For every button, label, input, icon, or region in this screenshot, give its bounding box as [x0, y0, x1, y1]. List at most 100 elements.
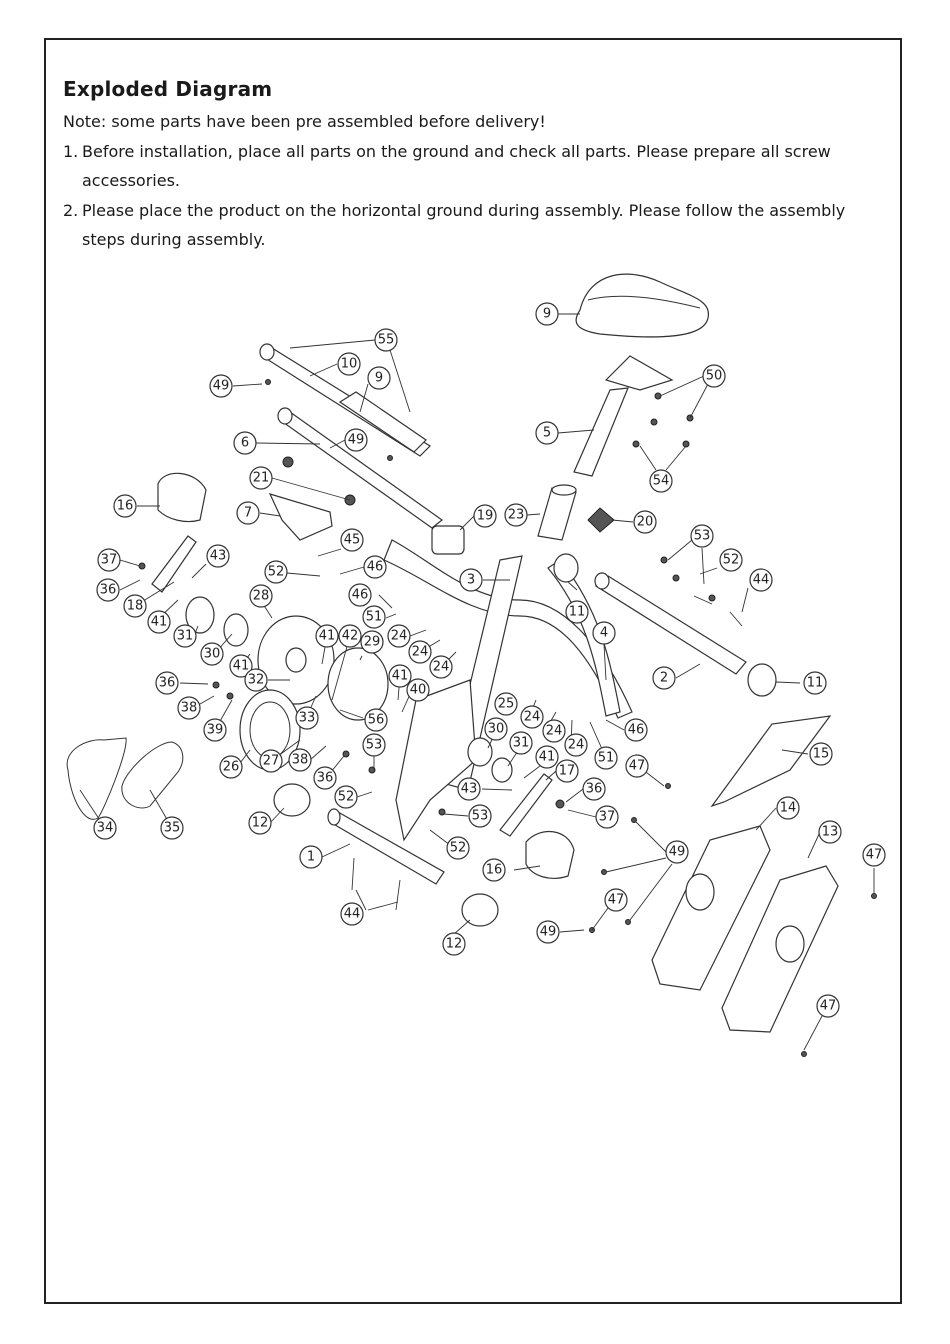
svg-text:36: 36: [317, 771, 334, 786]
callout-55: 55: [374, 328, 398, 352]
console-part: [268, 493, 333, 541]
svg-text:41: 41: [233, 659, 250, 674]
callout-47c: 47: [604, 888, 628, 912]
end-cap-part: [553, 553, 579, 583]
svg-text:49: 49: [669, 845, 686, 860]
step-text: Please place the product on the horizont…: [82, 201, 846, 249]
svg-text:31: 31: [177, 629, 194, 644]
callout-43: 43: [206, 544, 230, 568]
nut-part: [282, 456, 294, 468]
seat-bracket-part: [604, 355, 674, 391]
washer-part: [212, 681, 220, 689]
callout-52c: 52: [334, 785, 358, 809]
callout-41e: 41: [535, 745, 559, 769]
washer-part: [555, 799, 565, 809]
nut-part: [682, 440, 690, 448]
callout-49: 49: [209, 374, 233, 398]
svg-text:37: 37: [599, 810, 616, 825]
callout-16: 16: [482, 858, 506, 882]
svg-text:40: 40: [410, 683, 427, 698]
callout-45: 45: [340, 528, 364, 552]
callout-6: 6: [233, 431, 257, 455]
screw-part: [265, 379, 271, 385]
bolt-part: [395, 879, 401, 911]
svg-text:7: 7: [244, 506, 252, 521]
pulley-disk-part: [327, 647, 389, 721]
main-frame-part: [383, 539, 633, 719]
callout-47b: 47: [862, 843, 886, 867]
tube-end: [259, 343, 275, 361]
flywheel-hub: [285, 647, 307, 673]
svg-text:4: 4: [600, 626, 608, 641]
svg-text:18: 18: [127, 599, 144, 614]
nut-part: [368, 766, 376, 774]
svg-text:28: 28: [253, 589, 270, 604]
svg-text:31: 31: [513, 736, 530, 751]
adjust-knob-part: [587, 507, 615, 533]
svg-text:53: 53: [366, 738, 383, 753]
screw-part: [601, 869, 607, 875]
svg-text:24: 24: [391, 629, 408, 644]
screw-part: [801, 1051, 807, 1057]
svg-text:47: 47: [608, 893, 625, 908]
svg-text:24: 24: [433, 660, 450, 675]
callout-1: 1: [299, 845, 323, 869]
screw-part: [871, 893, 877, 899]
svg-text:52: 52: [338, 790, 355, 805]
motor-part: [431, 525, 465, 555]
callout-50: 50: [702, 364, 726, 388]
svg-text:41: 41: [539, 750, 556, 765]
svg-text:47: 47: [820, 999, 837, 1014]
svg-text:52: 52: [450, 841, 467, 856]
svg-text:11: 11: [807, 676, 824, 691]
svg-text:47: 47: [866, 848, 883, 863]
callout-24c: 24: [429, 655, 453, 679]
svg-text:26: 26: [223, 760, 240, 775]
callout-11b: 11: [803, 671, 827, 695]
svg-text:24: 24: [568, 738, 585, 753]
step-number: 2.: [63, 201, 79, 220]
svg-text:24: 24: [412, 645, 429, 660]
svg-text:13: 13: [822, 825, 839, 840]
callout-13: 13: [818, 820, 842, 844]
callout-37b: 37: [595, 805, 619, 829]
svg-text:20: 20: [637, 515, 654, 530]
callout-36c: 36: [313, 766, 337, 790]
svg-text:17: 17: [559, 764, 576, 779]
assembly-note: Note: some parts have been pre assembled…: [63, 112, 546, 131]
callout-21: 20: [633, 510, 657, 534]
callout-47: 47: [625, 754, 649, 778]
svg-text:34: 34: [97, 821, 114, 836]
svg-text:35: 35: [164, 821, 181, 836]
svg-text:12: 12: [252, 816, 269, 831]
svg-text:36: 36: [159, 676, 176, 691]
belt-part: [66, 737, 127, 820]
callout-11: 11: [565, 600, 589, 624]
plate-disk-part: [467, 737, 493, 767]
svg-text:54: 54: [653, 474, 670, 489]
callout-41: 41: [147, 610, 171, 634]
belt-part: [121, 741, 184, 809]
callout-47d: 47: [816, 994, 840, 1018]
instruction-step-1: 1. Before installation, place all parts …: [63, 137, 893, 195]
svg-text:56: 56: [368, 713, 385, 728]
callout-41b: 41: [315, 624, 339, 648]
end-cap-part: [747, 663, 777, 697]
callout-8: 9: [535, 302, 559, 326]
callout-3: 3: [459, 568, 483, 592]
seat-sleeve-part: [537, 487, 577, 541]
svg-text:5: 5: [543, 426, 551, 441]
callout-53b: 53: [362, 733, 386, 757]
svg-text:38: 38: [181, 701, 198, 716]
svg-text:9: 9: [375, 371, 383, 386]
callout-27: 27: [259, 749, 283, 773]
svg-text:46: 46: [352, 588, 369, 603]
seat-seam: [587, 295, 701, 309]
callout-9: 9: [367, 366, 391, 390]
frame-plate-part: [395, 679, 477, 842]
plate-disk-part: [491, 757, 513, 783]
svg-text:6: 6: [241, 436, 249, 451]
svg-text:52: 52: [723, 553, 740, 568]
svg-text:46: 46: [367, 560, 384, 575]
callout-24f: 24: [564, 733, 588, 757]
